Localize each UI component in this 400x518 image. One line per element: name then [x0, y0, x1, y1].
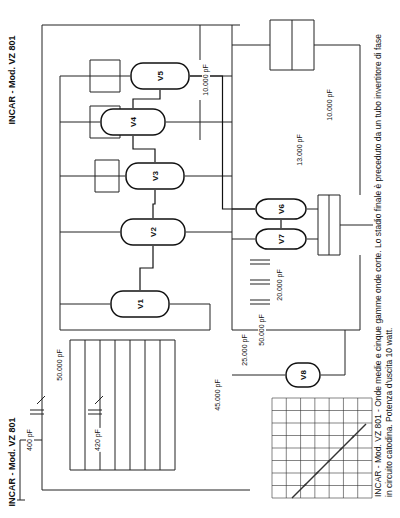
tube-outline	[256, 199, 306, 219]
output-transformer	[318, 195, 375, 255]
tube-label: V1	[136, 299, 145, 309]
component-value: 45.000 pF	[214, 378, 222, 412]
component-value: 10.000 pF	[202, 63, 210, 97]
table-rule	[272, 435, 372, 436]
table-rule	[272, 460, 372, 461]
switch-mark	[316, 460, 330, 474]
ht-bus	[200, 25, 270, 330]
tube-outline	[131, 63, 189, 89]
tube-label: V3	[151, 171, 160, 181]
tube-outline	[121, 219, 185, 245]
switch-mark	[352, 424, 366, 438]
vacuum-tube: V2	[120, 218, 186, 246]
vacuum-tube: V8	[285, 362, 321, 388]
signal-wire	[280, 220, 281, 228]
tube-outline	[256, 229, 306, 249]
component-value: 420 pF	[94, 428, 102, 452]
tube-label: V2	[149, 227, 158, 237]
tube-outline	[286, 363, 320, 387]
caption: INCAR - Mod. VZ 801 - Onde medie e cinqu…	[373, 27, 395, 497]
signal-wire	[190, 76, 255, 209]
component-value: 10.000 pF	[326, 88, 334, 122]
vacuum-tube: V5	[130, 62, 190, 90]
component-value: 50.000 pF	[56, 348, 64, 382]
vacuum-tube: V7	[255, 228, 307, 250]
table-rule	[272, 423, 372, 424]
model-heading: INCAR - Mod. VZ 801	[7, 34, 17, 125]
variable-capacitor	[30, 396, 103, 414]
signal-wire	[133, 90, 160, 108]
ground-rail	[42, 25, 250, 490]
switch-mark	[340, 436, 354, 450]
switch-mark	[328, 448, 342, 462]
table-rule	[272, 498, 372, 499]
band-switch	[70, 340, 175, 470]
tube-label: V4	[129, 117, 138, 127]
tube-wires	[60, 76, 232, 330]
tube-label: V6	[277, 204, 286, 214]
switch-mark	[304, 472, 318, 486]
output-wires	[232, 45, 360, 330]
vacuum-tube: V3	[125, 162, 185, 190]
signal-wire	[140, 246, 153, 290]
vacuum-tube: V1	[110, 290, 170, 318]
signal-wire	[153, 190, 155, 218]
component-value: 13.000 pF	[296, 133, 304, 167]
tube-label: V7	[277, 234, 286, 244]
vacuum-tube: V6	[255, 198, 307, 220]
switch-mark	[292, 484, 306, 498]
component-value: 25.000 pF	[241, 333, 249, 367]
table-rule	[272, 410, 372, 411]
vacuum-tube: V4	[100, 108, 166, 136]
tube-outline	[101, 109, 165, 135]
component-value: 400 pF	[26, 428, 34, 452]
table-rule	[272, 448, 372, 449]
switch-table	[272, 398, 372, 498]
tube-outline	[126, 163, 184, 189]
model-heading: INCAR - Mod. VZ 801	[7, 416, 17, 507]
table-rule	[272, 485, 372, 486]
tube-outline	[111, 291, 169, 317]
tube-label: V8	[299, 370, 308, 380]
table-rule	[272, 398, 372, 399]
component-value: 50.000 pF	[258, 313, 266, 347]
signal-wire	[133, 136, 155, 162]
component-value: 20.000 pF	[276, 268, 284, 302]
input-transformer	[270, 20, 314, 70]
capacitor-stack	[250, 260, 270, 304]
tube-label: V5	[156, 71, 165, 81]
table-rule	[272, 473, 372, 474]
